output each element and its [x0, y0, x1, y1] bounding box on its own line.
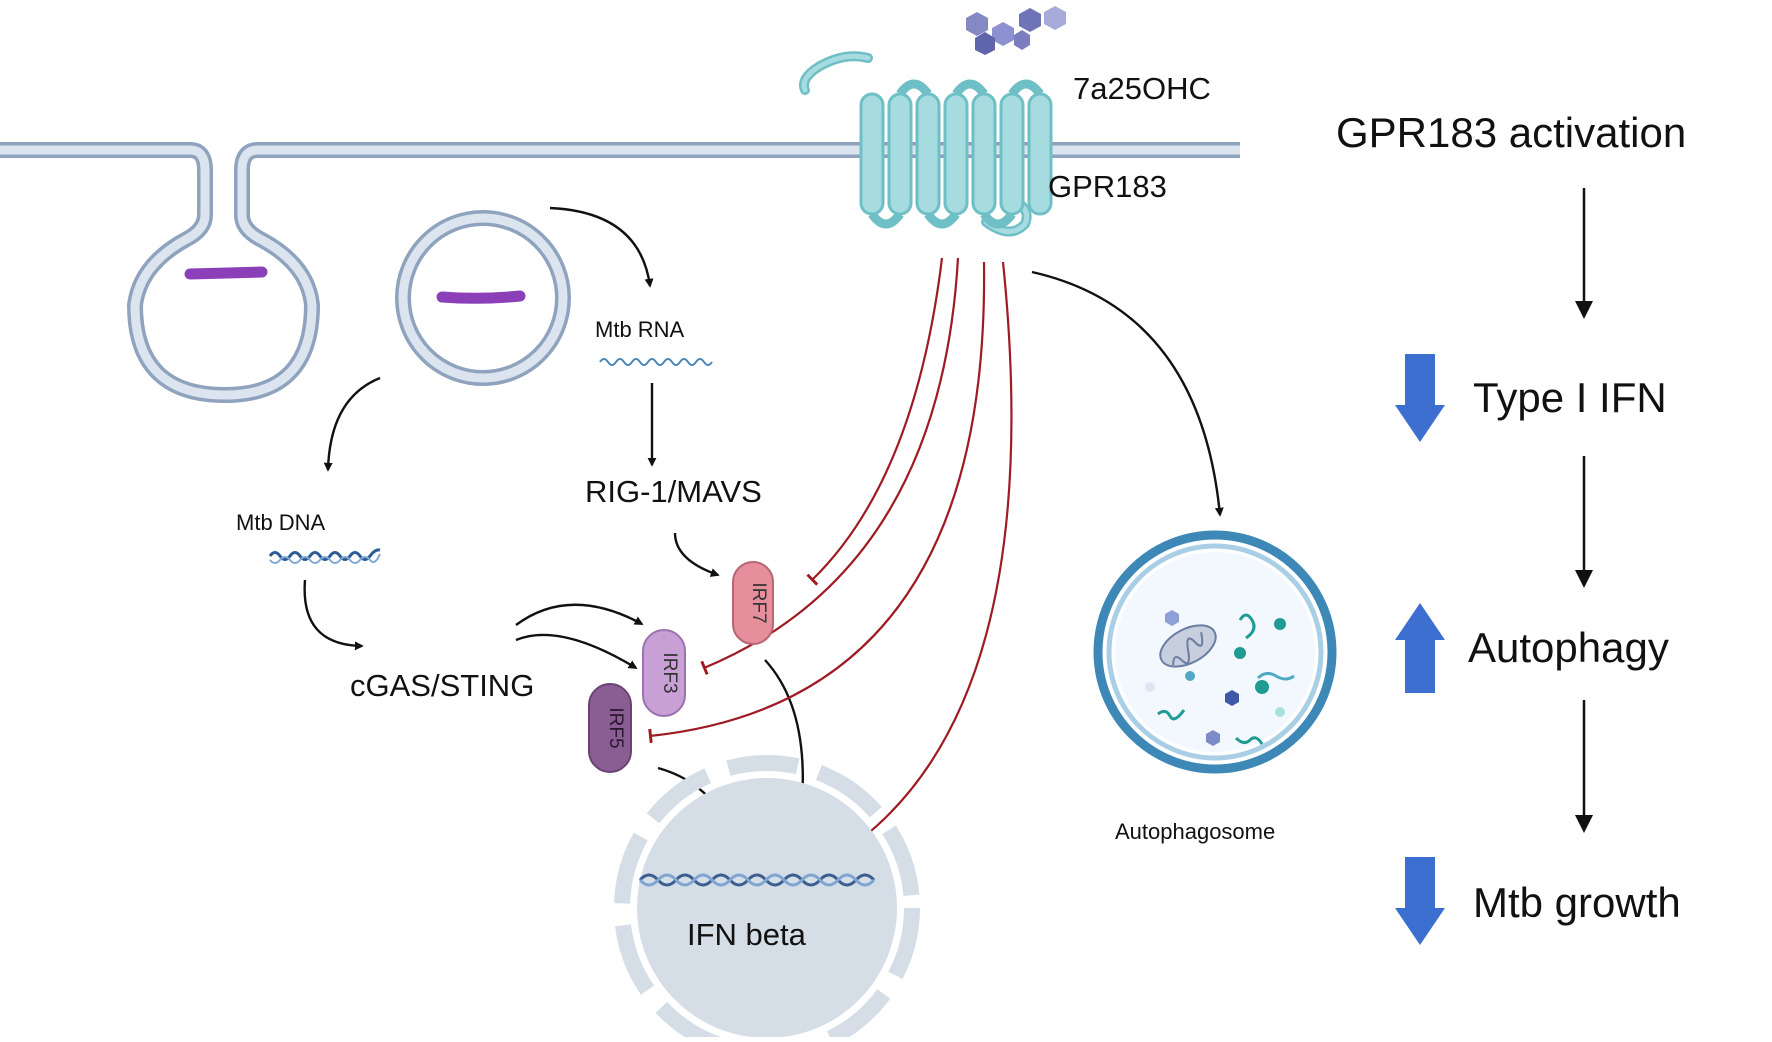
transmembrane-helix-4 — [943, 92, 969, 216]
mtb-rna-label: Mtb RNA — [595, 317, 685, 342]
irf3-protein: IRF3 — [642, 629, 686, 717]
cgas-label: cGAS/STING — [350, 668, 534, 703]
up-arrow-icon — [1395, 603, 1445, 693]
cell-membrane — [0, 142, 1240, 403]
receptor-label: GPR183 — [1048, 169, 1167, 204]
summary-flow: GPR183 activation Type I IFN Autophagy M… — [1336, 109, 1686, 945]
gpr183-receptor — [799, 51, 1053, 237]
helix-loop — [980, 211, 1016, 229]
transmembrane-helix-3 — [915, 92, 941, 216]
svg-text:IRF3: IRF3 — [659, 652, 680, 693]
nucleus: IFN beta — [614, 755, 920, 1042]
autophagosome-label: Autophagosome — [1115, 819, 1275, 844]
ligand-label: 7a25OHC — [1073, 71, 1211, 106]
ligand-7a25ohc-icon — [966, 6, 1066, 55]
transmembrane-helix-1 — [859, 92, 885, 216]
inhibitory-lines — [648, 257, 1013, 864]
summary-step-gpr183: GPR183 activation — [1336, 109, 1686, 156]
down-arrow-icon — [1395, 354, 1445, 442]
cargo-particles — [1145, 610, 1295, 746]
down-arrow-icon-2 — [1395, 857, 1445, 945]
phagosome-vesicle — [395, 210, 571, 386]
dna-helix-icon — [638, 873, 876, 887]
irf7-protein: IRF7 — [732, 561, 774, 645]
mtb-bacterium-vesicle — [436, 290, 526, 304]
transmembrane-helix-2 — [887, 92, 913, 216]
mitochondrion-icon — [1159, 624, 1217, 668]
mtb-dna-label: Mtb DNA — [236, 510, 326, 535]
transmembrane-helix-7 — [1027, 92, 1053, 216]
transmembrane-helix-5 — [971, 92, 997, 216]
mtb-bacterium-pit — [184, 266, 268, 280]
autophagosome — [1093, 530, 1337, 774]
mtb-rna-strand — [599, 358, 713, 366]
helix-loop — [868, 211, 904, 229]
svg-text:IRF7: IRF7 — [748, 582, 769, 623]
transmembrane-helix-6 — [999, 92, 1025, 216]
transmembrane-helices — [859, 79, 1053, 229]
irf5-protein: IRF5 — [588, 683, 632, 773]
svg-text:IRF5: IRF5 — [605, 707, 626, 748]
helix-loop — [924, 211, 960, 229]
summary-step-autophagy: Autophagy — [1468, 624, 1669, 671]
summary-step-mtb-growth: Mtb growth — [1473, 879, 1681, 926]
mtb-dna-strand — [268, 548, 381, 561]
summary-step-type1-ifn: Type I IFN — [1473, 374, 1667, 421]
rig-label: RIG-1/MAVS — [585, 474, 762, 509]
helix-loop — [1008, 79, 1044, 97]
ifn-beta-label: IFN beta — [687, 917, 807, 952]
helix-loop — [952, 79, 988, 97]
helix-loop — [896, 79, 932, 97]
